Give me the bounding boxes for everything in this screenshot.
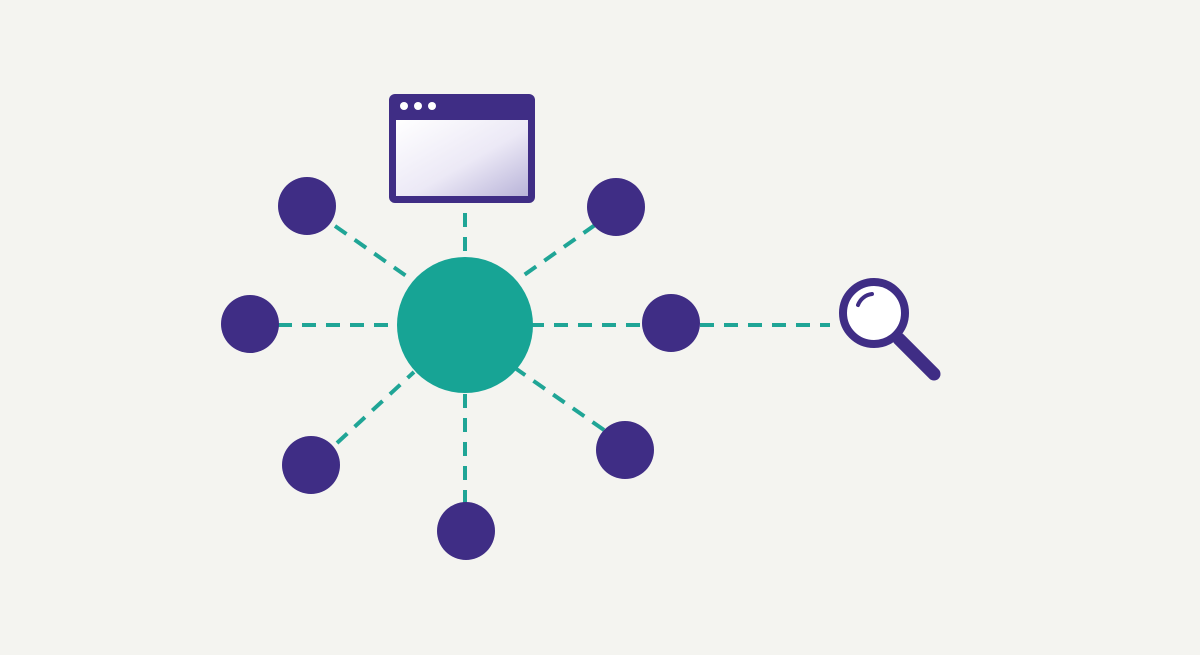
node-lower-left [282, 436, 340, 494]
connector-lower-left [335, 370, 416, 445]
node-upper-left [278, 177, 336, 235]
node-left [221, 295, 279, 353]
browser-window-icon [389, 94, 535, 203]
window-dot-1 [400, 102, 408, 110]
connector-upper-left [333, 224, 414, 282]
window-dot-3 [428, 102, 436, 110]
node-right [642, 294, 700, 352]
connector-upper-right [515, 223, 597, 282]
node-bottom [437, 502, 495, 560]
connector-lines [278, 213, 830, 503]
node-lower-right [596, 421, 654, 479]
hub-circle [397, 257, 533, 393]
magnifying-glass-icon [839, 278, 941, 381]
connector-lower-right [513, 366, 606, 432]
window-dot-2 [414, 102, 422, 110]
node-upper-right [587, 178, 645, 236]
